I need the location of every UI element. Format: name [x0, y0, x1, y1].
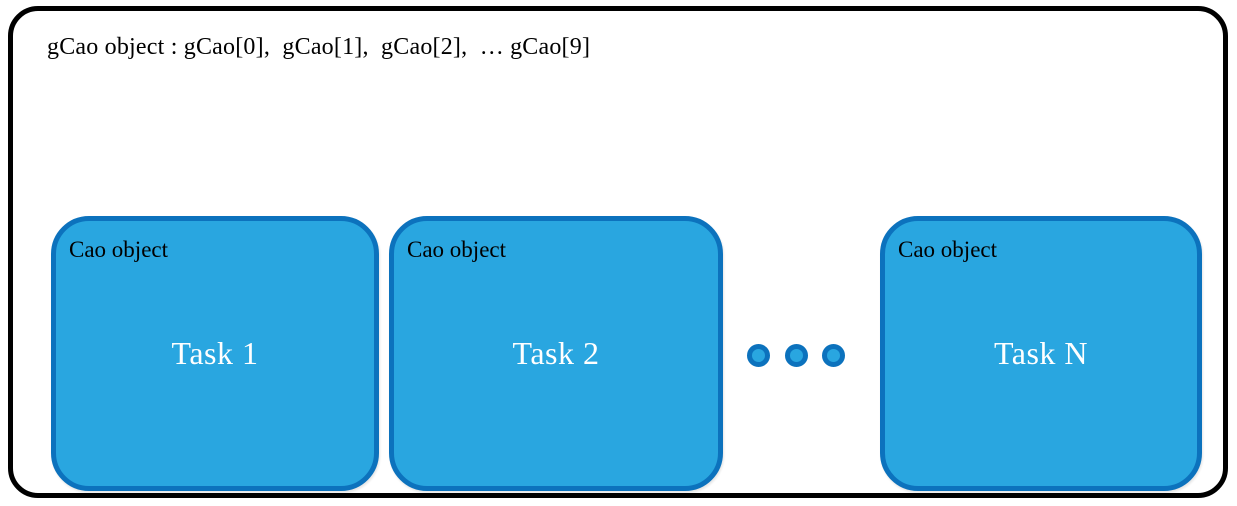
cao-object-label: Cao object	[69, 237, 168, 262]
task-2-label: Task 2	[512, 335, 600, 371]
ellipsis-dot	[747, 344, 770, 367]
task-n-label: Task N	[993, 335, 1089, 371]
ellipsis-dot	[784, 344, 808, 367]
task-1-label: Task 1	[171, 335, 259, 371]
gcao-object-list-text: gCao object : gCao[0], gCao[1], gCao[2],…	[47, 34, 591, 60]
outer-frame: gCao object : gCao[0], gCao[1], gCao[2],…	[8, 6, 1228, 498]
cao-object-box-2: Cao object Task 2	[389, 216, 723, 491]
cao-object-box-n: Cao object Task N	[880, 216, 1202, 491]
ellipsis-dots	[747, 344, 845, 367]
cao-object-box-1: Cao object Task 1	[51, 216, 379, 491]
cao-object-label: Cao object	[898, 237, 997, 262]
ellipsis-dot	[822, 344, 845, 367]
cao-object-label: Cao object	[407, 237, 506, 262]
